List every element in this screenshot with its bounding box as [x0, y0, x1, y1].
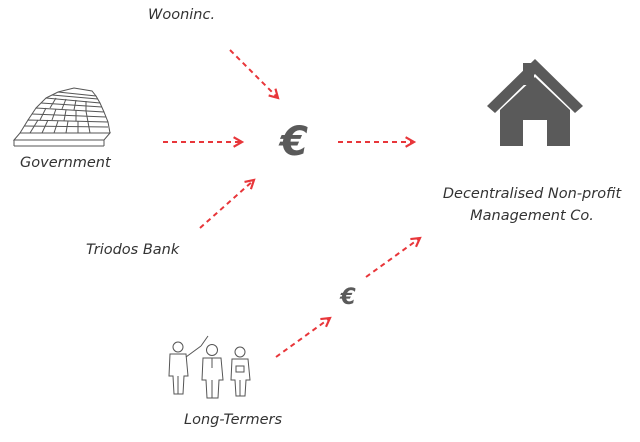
management-label-line2: Management Co.: [470, 208, 594, 224]
euro-main-symbol: €: [278, 119, 308, 165]
arrow-triodos-to-euro: [199, 178, 256, 229]
house-icon: [487, 59, 583, 146]
long-termers-label: Long-Termers: [184, 412, 283, 428]
government-label: Government: [20, 155, 111, 171]
wooninc-label: Wooninc.: [148, 7, 216, 23]
arrow-small-euro-to-management: [365, 236, 422, 278]
people-icon: [168, 335, 251, 399]
euro-small-symbol: €: [339, 285, 356, 310]
management-label-line1: Decentralised Non-profit: [442, 186, 622, 202]
arrow-wooninc-to-euro: [229, 49, 280, 100]
arrow-long-termers-to-small-euro: [275, 316, 332, 358]
triodos-bank-label: Triodos Bank: [86, 242, 180, 258]
parliament-icon: [12, 87, 112, 147]
management-label: Decentralised Non-profit Management Co.: [426, 183, 638, 227]
